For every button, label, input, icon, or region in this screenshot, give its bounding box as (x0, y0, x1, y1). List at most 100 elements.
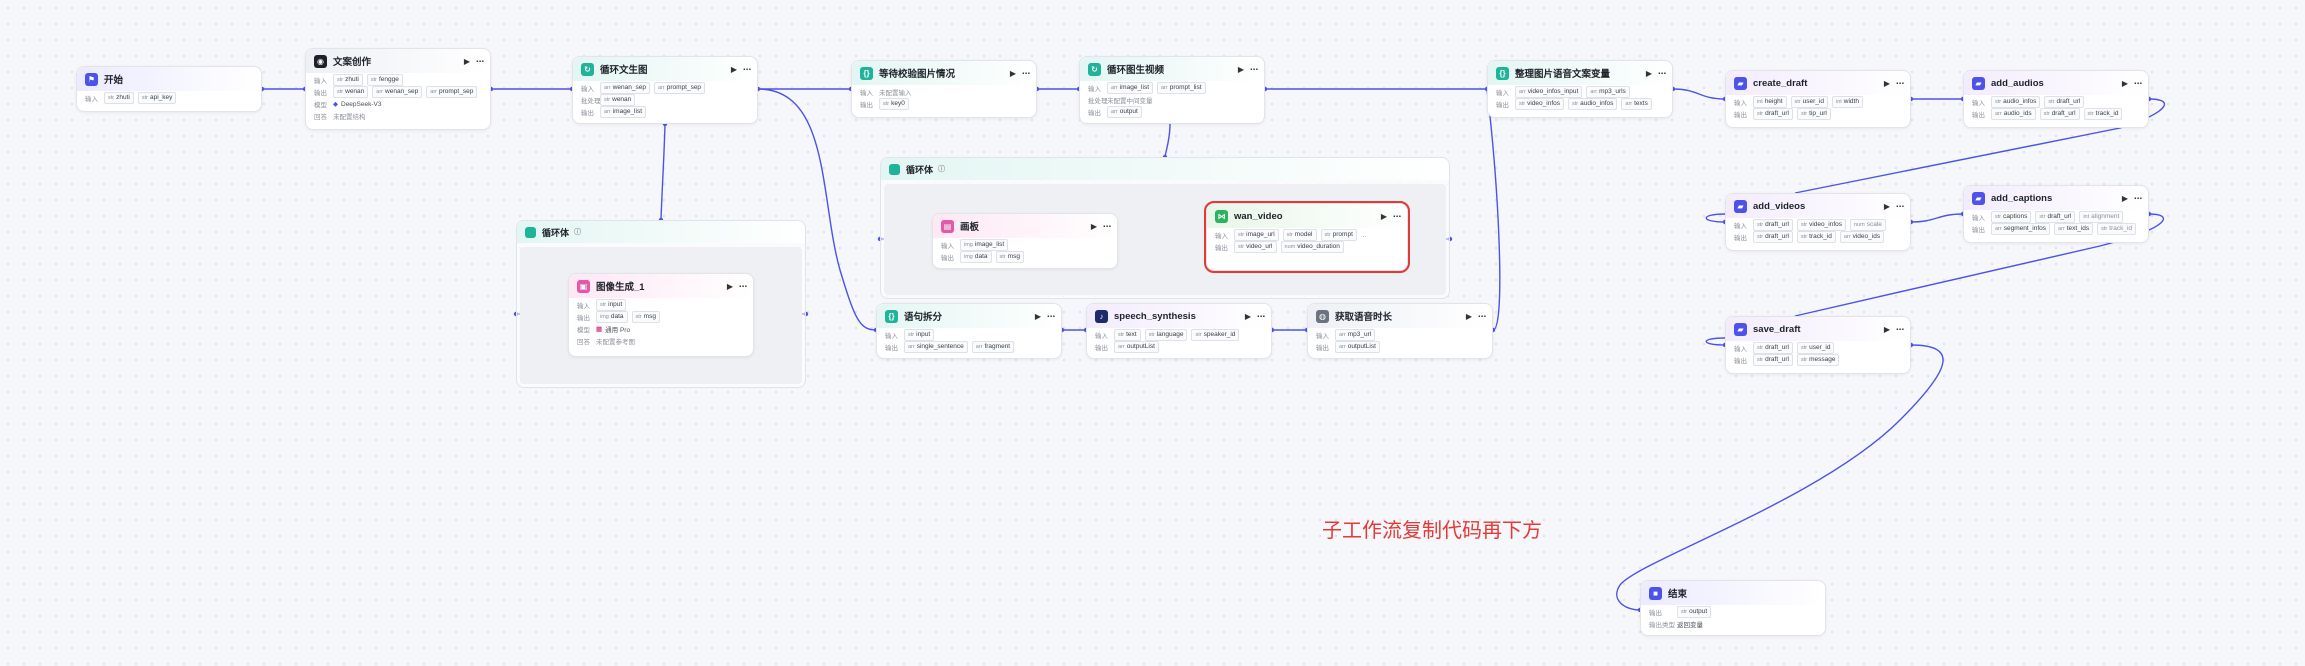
node-title: 文案创作 (333, 57, 372, 68)
play-icon[interactable]: ▶ (1009, 68, 1016, 78)
more-icon[interactable]: ⋯ (2134, 193, 2142, 203)
node-title: add_videos (1753, 200, 1806, 212)
row-label: 输出 (1095, 345, 1108, 352)
code-icon: {} (860, 66, 873, 80)
more-icon[interactable]: ⋯ (1658, 68, 1666, 78)
loop-icon: ↻ (581, 62, 594, 76)
edge-duration-organize (1486, 88, 1501, 331)
more-icon[interactable]: ⋯ (1250, 64, 1258, 74)
play-icon[interactable]: ▶ (726, 281, 733, 291)
more-icon[interactable]: ⋯ (743, 64, 751, 74)
play-icon[interactable]: ▶ (1090, 221, 1097, 231)
end-icon: ■ (1649, 586, 1662, 600)
more-icon[interactable]: ⋯ (2134, 78, 2142, 88)
code-icon: {} (885, 309, 898, 323)
more-icon[interactable]: ⋯ (1896, 78, 1904, 88)
play-icon[interactable]: ▶ (2121, 78, 2128, 88)
more-icon[interactable]: ⋯ (1103, 221, 1111, 231)
play-icon[interactable]: ▶ (1883, 324, 1890, 334)
play-icon[interactable]: ▶ (1380, 211, 1387, 221)
plugin-icon: ◍ (1316, 309, 1329, 323)
play-icon[interactable]: ▶ (1883, 201, 1890, 211)
model-name: DeepSeek-V3 (341, 100, 382, 108)
more-icon[interactable]: ⋯ (1896, 324, 1904, 334)
row-label: 输出 (860, 102, 873, 109)
node-title: 整理图片语音文案变量 (1515, 69, 1611, 80)
play-icon[interactable]: ▶ (1465, 311, 1472, 321)
reply-value: 未配置参考图 (596, 339, 635, 346)
play-icon[interactable]: ▶ (1237, 64, 1244, 74)
play-icon[interactable]: ▶ (730, 64, 737, 74)
play-icon[interactable]: ▶ (463, 56, 470, 66)
model-icon: ▦ (596, 326, 603, 333)
edge-organize-create (1672, 88, 1726, 100)
row-label: 输入 (85, 96, 98, 103)
row-label: 输入 (941, 243, 954, 250)
more-icon[interactable]: ⋯ (1257, 311, 1265, 321)
model-name: 通用 Pro (605, 327, 631, 334)
row-label: 输入 (1734, 100, 1747, 107)
play-icon[interactable]: ▶ (2121, 193, 2128, 203)
more-icon[interactable]: ⋯ (1022, 68, 1030, 78)
more-icon[interactable]: ⋯ (1478, 311, 1486, 321)
edge-save-end (1616, 344, 1944, 611)
plugin-icon: ▰ (1734, 76, 1747, 90)
play-icon[interactable]: ▶ (1883, 78, 1890, 88)
plugin-icon: ▰ (1972, 191, 1985, 205)
more-icon[interactable]: ⋯ (476, 56, 484, 66)
play-icon[interactable]: ▶ (1645, 68, 1652, 78)
row-label: 输入 (860, 90, 873, 97)
more-icon[interactable]: ⋯ (1393, 211, 1401, 221)
play-icon[interactable]: ▶ (1244, 311, 1251, 321)
more-icon[interactable]: ⋯ (739, 281, 747, 291)
more-icon[interactable]: ⋯ (1896, 201, 1904, 211)
row-label: 输出 (941, 255, 954, 262)
row-label: 回答 (314, 114, 327, 121)
play-icon[interactable]: ▶ (1034, 311, 1041, 321)
row-label: 输出 (1972, 112, 1985, 119)
more-icon[interactable]: ⋯ (1047, 311, 1055, 321)
edge-loopvideo-body2 (1164, 123, 1171, 158)
row-label: 输出 (1972, 227, 1985, 234)
